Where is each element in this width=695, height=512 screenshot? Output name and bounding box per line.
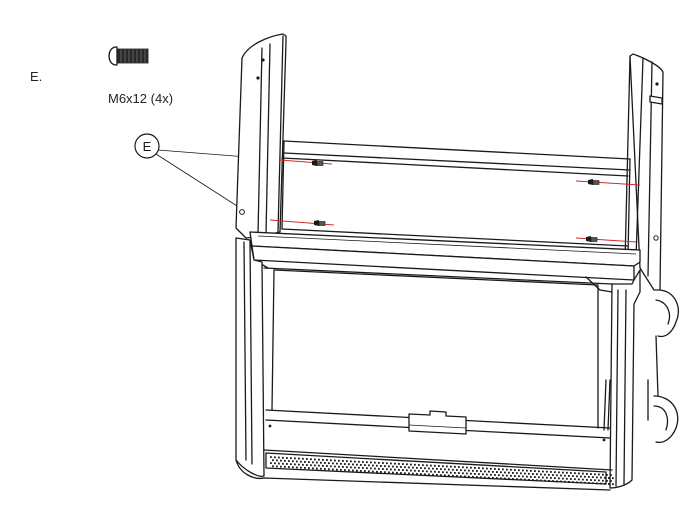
screw-icon [108,46,149,66]
lower-frame [235,237,641,491]
right-wheels [647,289,679,444]
left-upright [235,33,287,239]
back-rail [281,140,631,257]
hex-bolt-icon [312,160,600,242]
callout-e: E [134,133,273,223]
vent-grille [265,452,614,486]
front-beam [249,231,641,281]
right-upright [624,53,664,291]
screw-guides [269,159,641,243]
callout-letter: E [143,139,152,154]
part-letter: E. [30,69,43,84]
part-spec: M6x12 (4x) [108,91,174,106]
